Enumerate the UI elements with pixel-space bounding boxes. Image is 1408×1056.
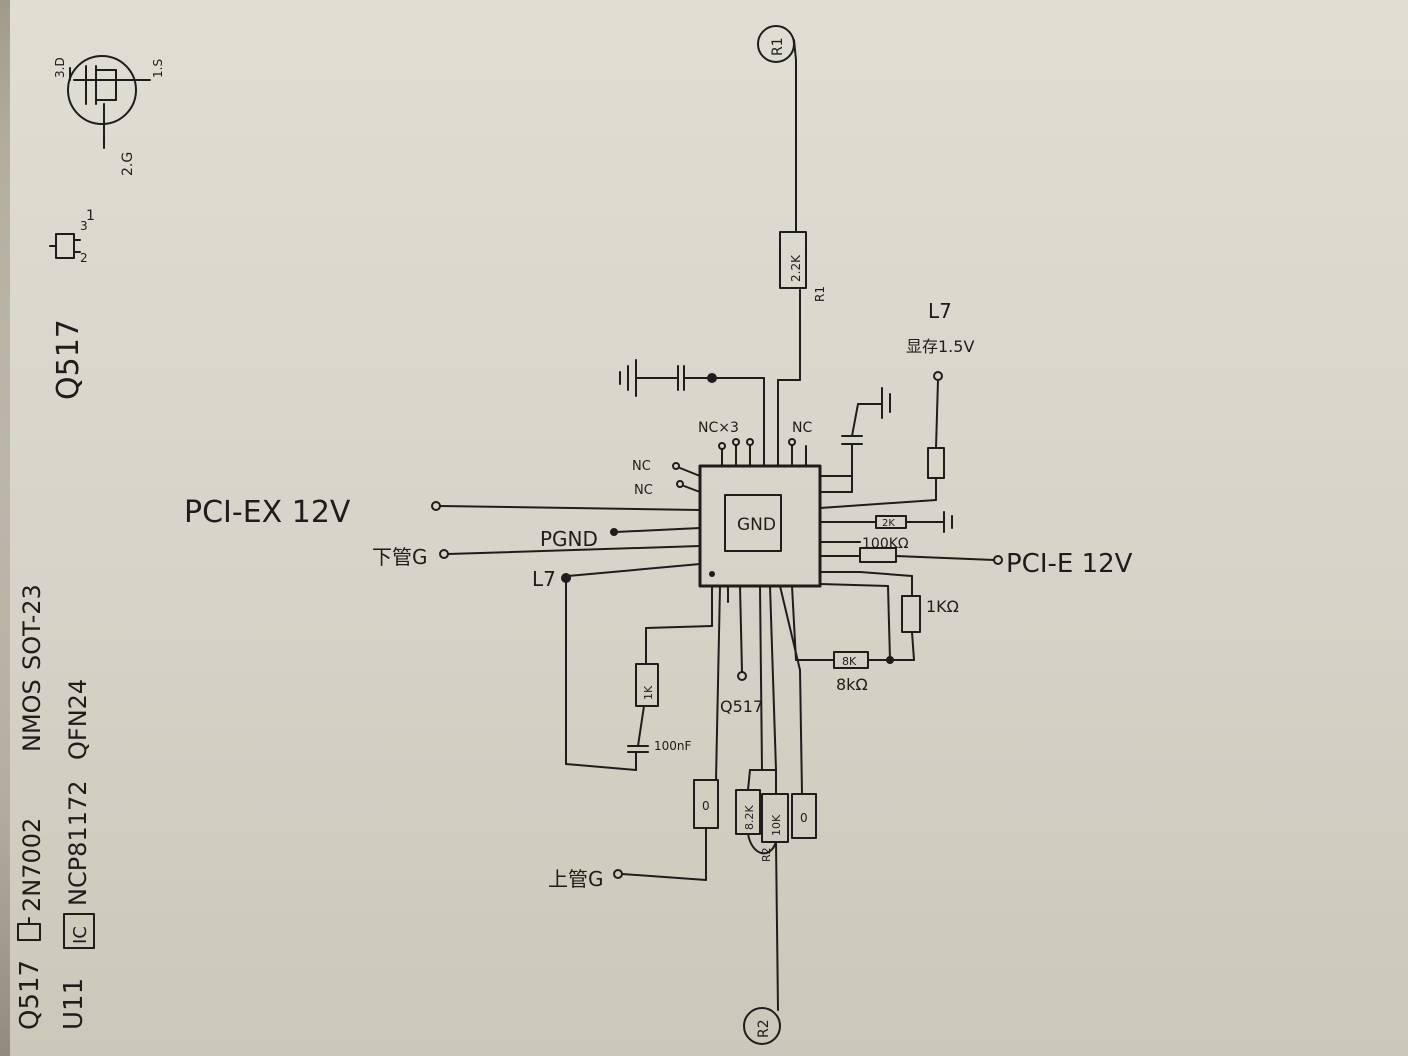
low-gate-label: 下管G xyxy=(372,545,428,569)
legend-nmos: NMOS xyxy=(18,679,46,752)
sot23-package-icon: 3 2 1 xyxy=(49,208,95,265)
r1-feed-line: 2.2K R1 R1 xyxy=(757,25,827,381)
resistor-l7 xyxy=(927,447,945,479)
legend-q517: Q517 xyxy=(15,960,45,1030)
legend-sot23: SOT-23 xyxy=(18,584,46,670)
nc-right-label: NC xyxy=(792,420,812,436)
svg-text:1.S: 1.S xyxy=(151,59,165,78)
svg-text:2.G: 2.G xyxy=(120,152,136,176)
ic-right-pins: L7 显存1.5V 2K 100KΩ PCI-E 12V 1KΩ xyxy=(819,299,1133,664)
l7-left-label: L7 xyxy=(532,567,556,591)
svg-text:8K: 8K xyxy=(842,655,857,668)
svg-text:IC: IC xyxy=(70,926,91,944)
gnd-pad xyxy=(724,494,782,552)
svg-text:2: 2 xyxy=(80,251,88,265)
r-1k-right-label: 1KΩ xyxy=(926,597,959,616)
bootstrap-network: 1K 100nF xyxy=(565,577,713,771)
legend-column-3: IC NCP81172 QFN24 xyxy=(63,679,95,949)
paper-sheet xyxy=(10,0,1408,1056)
pgnd-label: PGND xyxy=(540,527,598,551)
resistor-0-right xyxy=(791,793,817,839)
voltage-label: 显存1.5V xyxy=(906,337,974,356)
q517-lower-label: Q517 xyxy=(720,697,763,716)
r2-circle-label: R2 xyxy=(756,1019,772,1038)
svg-text:2K: 2K xyxy=(882,518,895,529)
r-8k-label: 8kΩ xyxy=(836,675,868,694)
pin1-dot xyxy=(709,571,715,577)
r2-ref: R2 xyxy=(760,847,773,862)
r1-value: 2.2K xyxy=(789,254,803,282)
gate-resistor-block: 0 上管G 8.2K 10K 0 R2 R2 xyxy=(548,769,817,1045)
gnd-pad-label: GND xyxy=(737,515,776,535)
legend-qfn24: QFN24 xyxy=(64,679,92,760)
legend-u11: U11 xyxy=(59,978,89,1030)
r1-ref: R1 xyxy=(813,286,827,302)
legend-column-1: Q517 U11 xyxy=(15,960,89,1030)
legend-2n7002: 2N7002 xyxy=(18,818,46,912)
ic-bottom-pins: Q517 8K 8kΩ xyxy=(715,585,915,795)
resistor-8k xyxy=(833,651,869,669)
pcie-left-label: PCI-EX 12V xyxy=(184,495,351,530)
ic-icon: IC xyxy=(63,913,95,949)
legend-column-2: 2N7002 NMOS SOT-23 xyxy=(17,584,46,941)
ic-top-pins: NC×3 NC xyxy=(698,379,812,467)
l7-top-label: L7 xyxy=(928,299,952,323)
mosfet-symbol: 3.D 1.S 2.G xyxy=(53,55,165,176)
nc-label-2: NC xyxy=(634,483,653,498)
svg-text:0: 0 xyxy=(702,799,710,813)
high-gate-label: 上管G xyxy=(548,867,604,891)
cap-100nf-label: 100nF xyxy=(654,739,692,753)
svg-text:0: 0 xyxy=(800,811,808,825)
svg-text:1K: 1K xyxy=(642,685,655,700)
svg-text:10K: 10K xyxy=(770,814,783,836)
legend-ncp81172: NCP81172 xyxy=(64,780,92,906)
svg-text:3.D: 3.D xyxy=(53,57,67,78)
svg-text:8.2K: 8.2K xyxy=(743,805,756,830)
resistor-r1 xyxy=(779,231,807,289)
r1-circle-label: R1 xyxy=(770,37,786,56)
mosfet-icon xyxy=(17,917,41,941)
nc-label-1: NC xyxy=(632,459,651,474)
pcie-right-label: PCI-E 12V xyxy=(1006,549,1133,579)
nc-x3-label: NC×3 xyxy=(698,420,739,436)
cap-to-ground-top xyxy=(619,359,801,397)
svg-text:3: 3 xyxy=(80,219,88,233)
r2-circle xyxy=(743,1007,781,1045)
svg-text:100KΩ: 100KΩ xyxy=(862,536,909,552)
ic-u11: GND xyxy=(698,464,822,588)
svg-text:1: 1 xyxy=(86,208,95,224)
ic-left-pins: NC NC xyxy=(431,459,701,583)
legend-q517-top: Q517 xyxy=(51,319,86,400)
resistor-1k-right xyxy=(901,595,921,633)
